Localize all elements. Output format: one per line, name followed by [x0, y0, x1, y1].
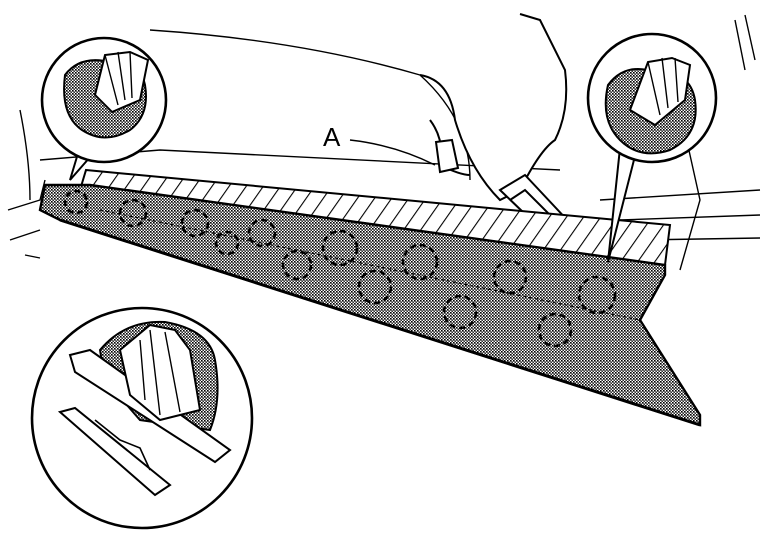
clip-detail-top-right — [586, 32, 718, 263]
clip-detail-bottom-left — [30, 306, 254, 530]
clip-location — [442, 294, 478, 330]
callout-label-a: A — [323, 122, 341, 152]
clip-location — [401, 243, 439, 281]
clip-location — [180, 208, 210, 238]
clip-location — [247, 218, 277, 248]
sill-trim-crease — [99, 209, 641, 321]
clip-location — [321, 229, 359, 267]
clip-detail-top-left — [40, 36, 168, 181]
sill-trim-panel — [38, 183, 702, 427]
clip-location — [214, 230, 240, 256]
clip-location — [537, 312, 573, 348]
clip-locations — [63, 189, 617, 348]
clip-location — [357, 269, 393, 305]
clip-location — [281, 249, 313, 281]
clip-location — [118, 198, 148, 228]
clip-location — [577, 275, 617, 315]
sill-trim-lower-edge — [59, 218, 701, 427]
callout-a-leader — [349, 139, 436, 166]
clip-location — [492, 259, 528, 295]
clip-location — [63, 189, 89, 215]
